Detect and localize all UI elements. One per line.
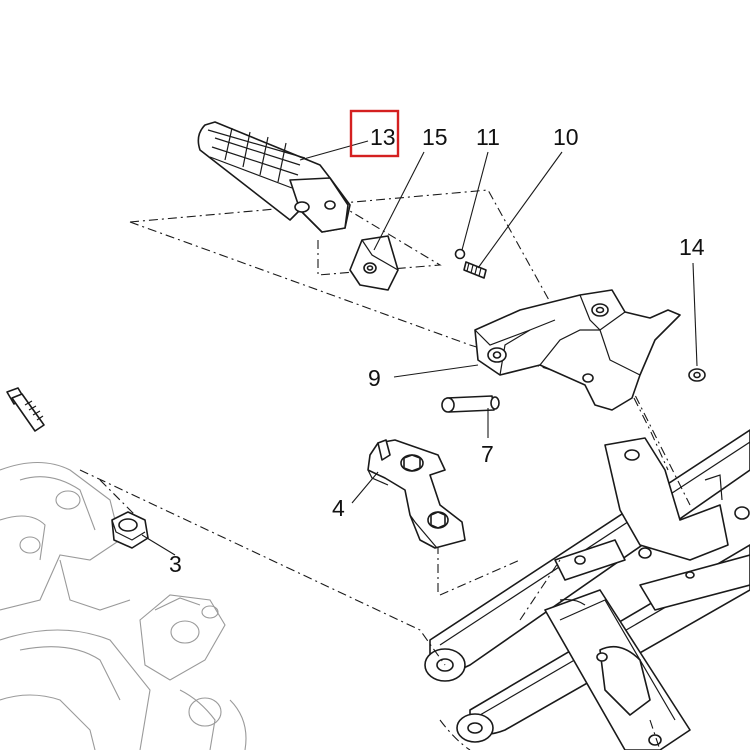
callout-4[interactable]: 4: [332, 495, 345, 521]
bracket-part-9[interactable]: [474, 289, 681, 411]
callout-15[interactable]: 15: [422, 124, 448, 150]
subframe-assembly: [424, 429, 750, 751]
callout-labels: 13 15 11 10 14 9 7 4 3: [169, 124, 705, 577]
callout-9[interactable]: 9: [368, 365, 381, 391]
callout-10[interactable]: 10: [553, 124, 579, 150]
ball-part-11[interactable]: [454, 248, 466, 260]
callout-14[interactable]: 14: [679, 234, 705, 260]
bolt[interactable]: [6, 387, 45, 432]
pin-part-7[interactable]: [441, 395, 500, 413]
leader-lines: [141, 140, 698, 556]
callout-13[interactable]: 13: [370, 124, 396, 150]
spring-part-10[interactable]: [463, 261, 487, 279]
nut-part-3[interactable]: [111, 511, 149, 549]
plate-part-4[interactable]: [367, 439, 466, 549]
callout-3[interactable]: 3: [169, 551, 182, 577]
callout-11[interactable]: 11: [476, 124, 500, 150]
spacer-part-15[interactable]: [349, 235, 399, 291]
callout-7[interactable]: 7: [481, 441, 494, 467]
highlight-box-callout-13: [349, 109, 400, 158]
footpeg-part-13[interactable]: [197, 121, 351, 233]
washer-part-14[interactable]: [688, 368, 706, 382]
frame-ghost-lower-left: [0, 462, 247, 751]
